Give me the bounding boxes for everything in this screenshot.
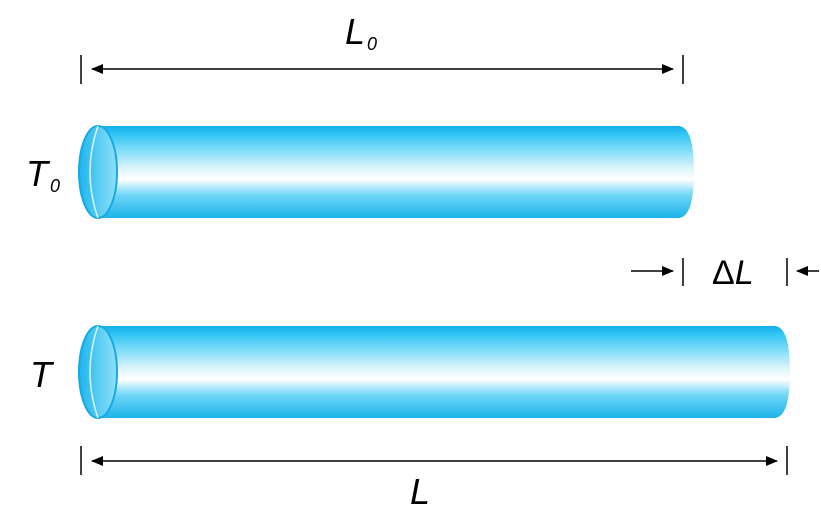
original-rod (78, 125, 694, 219)
final-length-dimension (80, 446, 788, 475)
final-length-label: L (410, 474, 430, 510)
expanded-rod (78, 325, 790, 419)
original-temperature-subscript: 0 (50, 176, 61, 197)
expanded-temperature-main: T (30, 354, 52, 395)
original-length-dimension (80, 55, 684, 84)
delta-length-main: L (734, 254, 754, 292)
delta-length-indicator (631, 258, 819, 286)
original-temperature-main: T (26, 153, 48, 194)
original-length-main: L (345, 11, 366, 52)
original-rod-end-cap (78, 125, 118, 219)
delta-symbol: Δ (712, 254, 735, 292)
delta-length-label: ΔL (712, 256, 754, 290)
expanded-rod-end-cap (78, 325, 118, 419)
final-length-main: L (410, 471, 431, 512)
expanded-temperature-label: T (30, 357, 52, 393)
original-length-subscript: 0 (367, 34, 378, 55)
